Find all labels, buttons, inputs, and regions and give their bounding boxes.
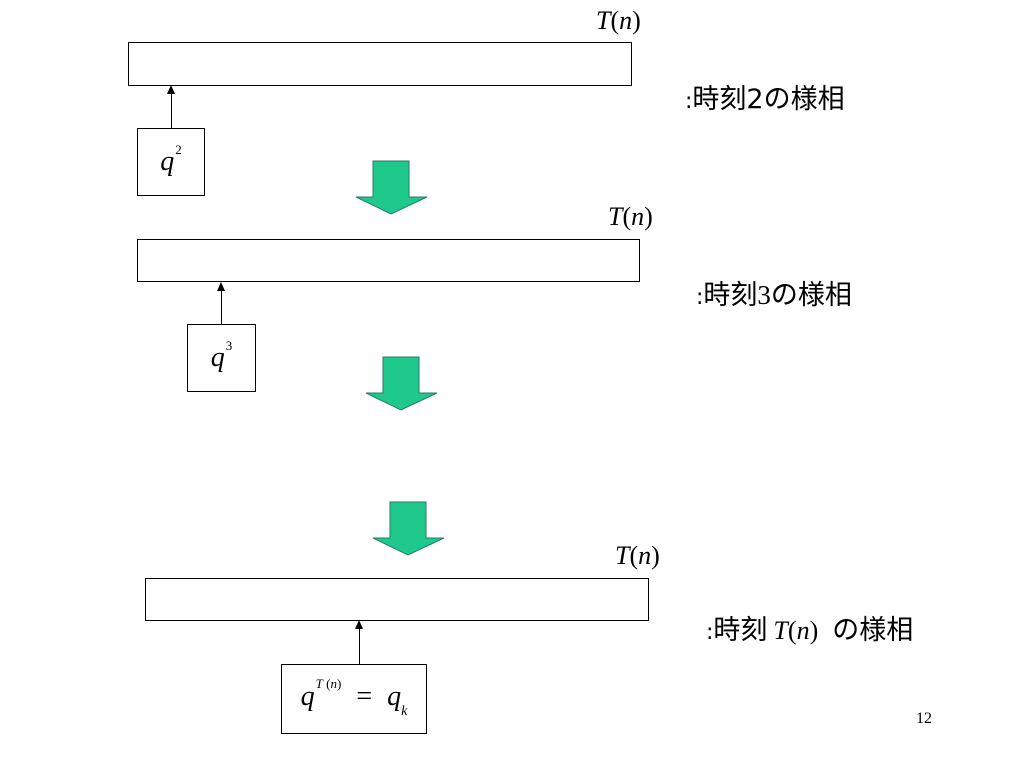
down-arrow-icon xyxy=(365,356,438,411)
head-line-1 xyxy=(171,93,172,128)
head-arrowhead-3 xyxy=(355,620,363,629)
tape-length-label-3: T(n) xyxy=(615,541,660,570)
down-arrow-icon xyxy=(355,160,428,215)
tape-bar-3 xyxy=(145,578,649,621)
head-line-2 xyxy=(221,290,222,324)
down-arrow-shape xyxy=(355,160,428,215)
state-expression-1: q2 xyxy=(160,141,182,177)
state-expression-3: qT (n) = qk xyxy=(300,676,408,720)
tape-bar-1 xyxy=(128,42,632,86)
head-line-3 xyxy=(359,628,360,664)
head-arrowhead-2 xyxy=(217,282,225,291)
tape-length-label-1: T(n) xyxy=(596,6,641,35)
tape-length-label-2: T(n) xyxy=(608,202,653,231)
configuration-label-1: :時刻2の様相 xyxy=(685,84,845,115)
down-arrow-icon xyxy=(372,501,445,556)
tape-bar-2 xyxy=(137,239,640,282)
state-box-3: qT (n) = qk xyxy=(281,664,427,734)
state-box-1: q2 xyxy=(137,128,205,196)
down-arrow-shape xyxy=(365,356,438,411)
state-expression-2: q3 xyxy=(210,337,233,373)
configuration-label-2: :時刻3の様相 xyxy=(696,280,852,311)
state-box-2: q3 xyxy=(187,324,256,392)
page-number: 12 xyxy=(916,710,932,727)
down-arrow-shape xyxy=(372,501,445,556)
head-arrowhead-1 xyxy=(167,85,175,94)
